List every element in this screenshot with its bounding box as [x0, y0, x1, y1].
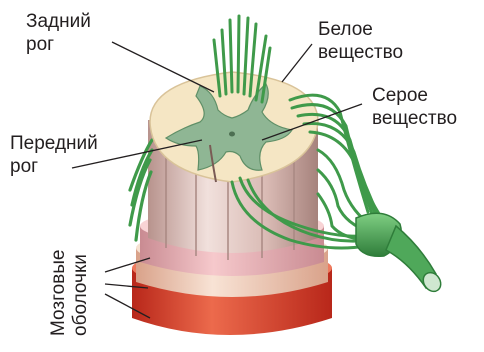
label-meninges-line2: оболочки [70, 249, 92, 336]
label-anterior-horn-line2: рог [10, 155, 98, 178]
leader-white-matter [282, 44, 312, 82]
label-meninges: Мозговые оболочки [48, 249, 92, 336]
label-white-matter-line1: Белое [318, 18, 403, 41]
central-canal [229, 132, 235, 137]
label-gray-matter: Серое вещество [372, 84, 457, 130]
label-anterior-horn: Передний рог [10, 132, 98, 178]
label-white-matter-line2: вещество [318, 41, 403, 64]
leader-posterior-horn [112, 42, 214, 92]
label-posterior-horn: Задний рог [26, 10, 91, 56]
label-meninges-line1: Мозговые [48, 249, 70, 336]
label-gray-matter-line1: Серое [372, 84, 457, 107]
label-white-matter: Белое вещество [318, 18, 403, 64]
label-anterior-horn-line1: Передний [10, 132, 98, 155]
label-gray-matter-line2: вещество [372, 107, 457, 130]
label-posterior-horn-line1: Задний [26, 10, 91, 33]
label-posterior-horn-line2: рог [26, 33, 91, 56]
